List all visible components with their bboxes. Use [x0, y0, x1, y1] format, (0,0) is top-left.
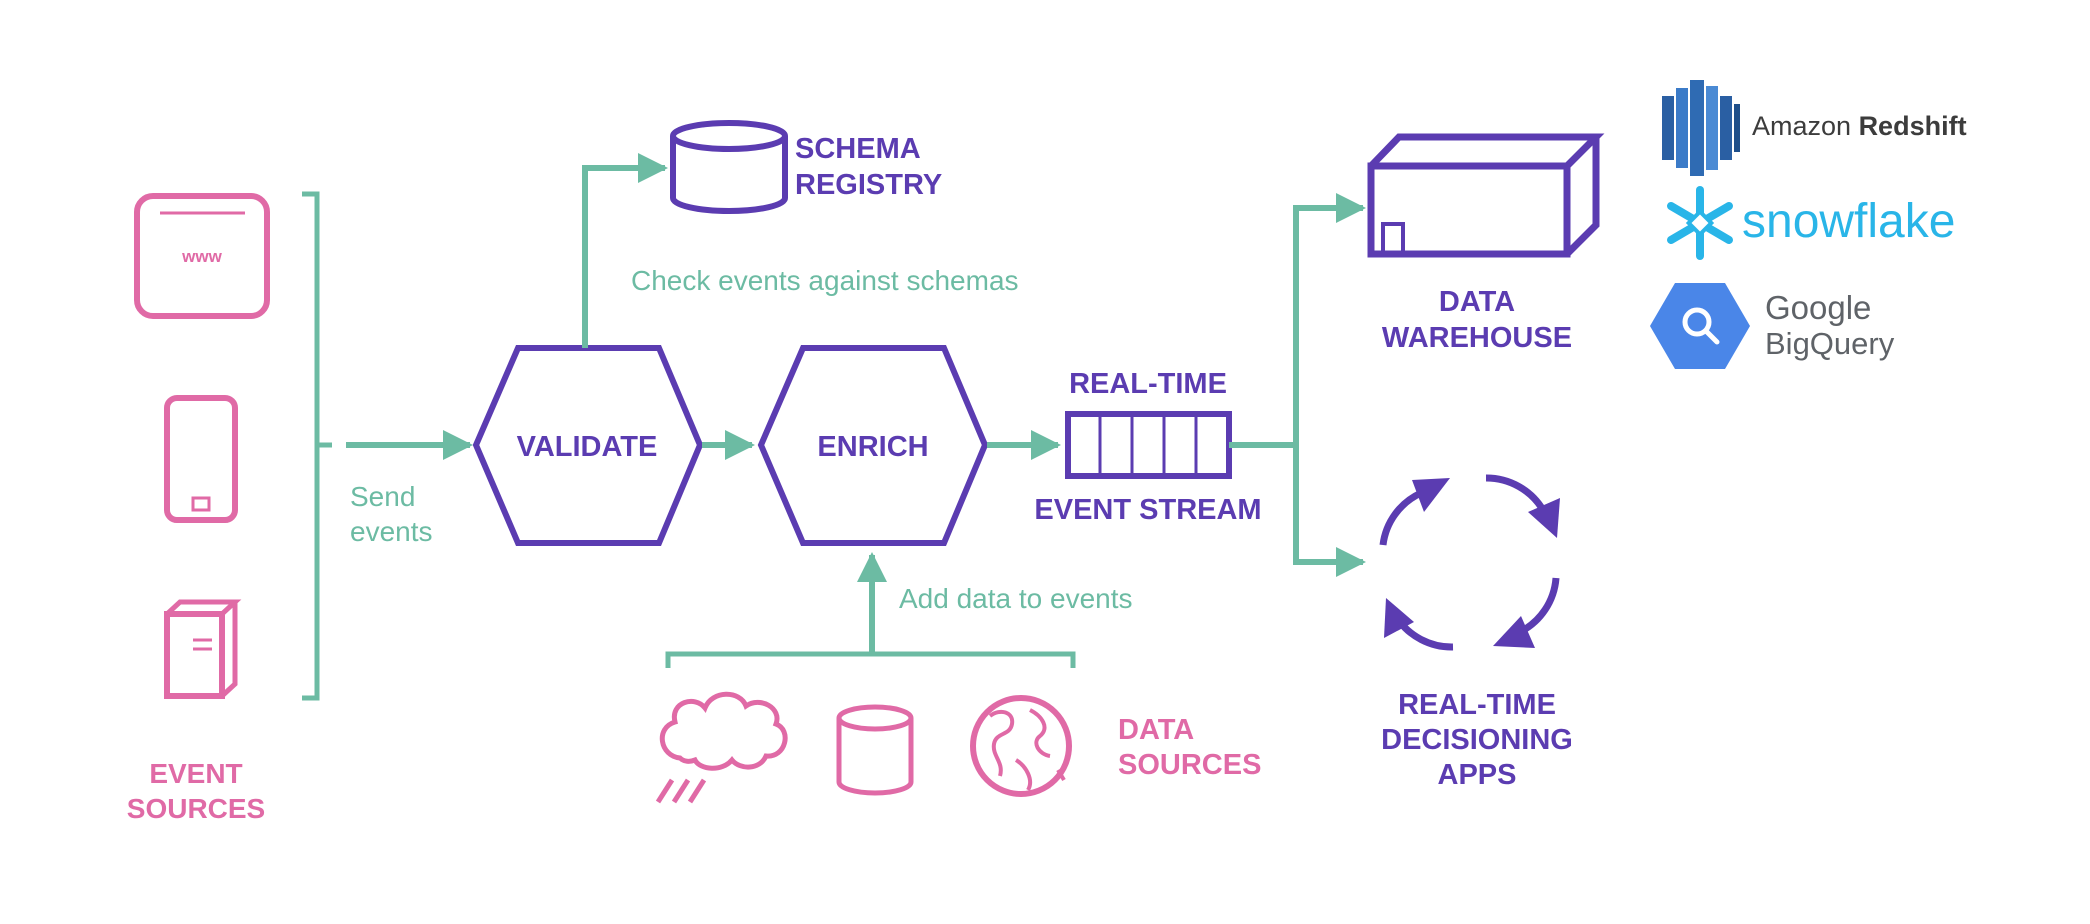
schema-registry-label-line2: REGISTRY: [795, 169, 942, 201]
validate-to-schema-arrow: [582, 153, 668, 348]
data-sources-bracket: [665, 651, 1076, 668]
decisioning-label-line1: REAL-TIME: [1398, 689, 1556, 721]
weather-cloud-icon: [655, 691, 788, 804]
google-bigquery-logo: Google BigQuery: [1650, 283, 1895, 369]
schema-check-note: Check events against schemas: [631, 265, 1019, 296]
enrich-label: ENRICH: [817, 431, 928, 463]
bigquery-wordmark-line2: BigQuery: [1765, 326, 1895, 361]
data-sources-label-line2: SOURCES: [1118, 749, 1261, 781]
data-warehouse-label-line1: DATA: [1439, 286, 1515, 318]
validate-label: VALIDATE: [517, 431, 658, 463]
redshift-icon: [1662, 80, 1740, 176]
event-stream-bottom-label: EVENT STREAM: [1034, 494, 1261, 526]
data-warehouse-label-line2: WAREHOUSE: [1382, 322, 1572, 354]
fork-to-warehouse-arrow: [1293, 193, 1366, 445]
data-sources-label-line1: DATA: [1118, 714, 1194, 746]
redshift-wordmark-bold: Redshift: [1859, 111, 1967, 141]
web-browser-icon: www: [134, 193, 270, 319]
event-sources-label-line1: EVENT: [149, 758, 242, 789]
event-stream-top-label: REAL-TIME: [1069, 368, 1227, 400]
add-data-note: Add data to events: [899, 583, 1133, 614]
browser-www-text: www: [181, 247, 222, 266]
event-sources-group: www EVENT SOURCES: [127, 193, 270, 824]
bigquery-wordmark-line1: Google: [1765, 289, 1871, 326]
send-events-text-line1: Send: [350, 481, 415, 512]
event-sources-label-line2: SOURCES: [127, 793, 265, 824]
fork-to-decisioning-arrow: [1293, 445, 1366, 577]
redshift-wordmark: Amazon Redshift: [1752, 111, 1967, 141]
event-sources-bracket: [302, 191, 320, 701]
data-warehouse-icon: [1367, 133, 1605, 258]
validate-hexagon: [472, 345, 704, 546]
cycle-arrowheads: [1384, 478, 1560, 648]
redshift-wordmark-prefix: Amazon: [1752, 111, 1859, 141]
event-stream-queue-icon: [1065, 411, 1232, 479]
schema-registry-label-line1: SCHEMA: [795, 133, 921, 165]
decisioning-label-line3: APPS: [1438, 759, 1517, 791]
bigquery-hexagon-icon: [1650, 283, 1750, 369]
enrich-hexagon: [757, 345, 989, 546]
database-icon: [836, 704, 914, 796]
decisioning-label-line2: DECISIONING: [1381, 724, 1573, 756]
schema-registry-database-icon: [670, 120, 788, 214]
snowflake-wordmark: snowflake: [1742, 195, 1955, 248]
snowflake-logo: snowflake: [1667, 186, 1955, 260]
mobile-phone-icon: [164, 395, 238, 523]
amazon-redshift-logo: Amazon Redshift: [1662, 80, 1967, 176]
globe-icon: [970, 695, 1072, 797]
server-icon: [164, 599, 242, 699]
send-events-text-line2: events: [350, 516, 433, 547]
